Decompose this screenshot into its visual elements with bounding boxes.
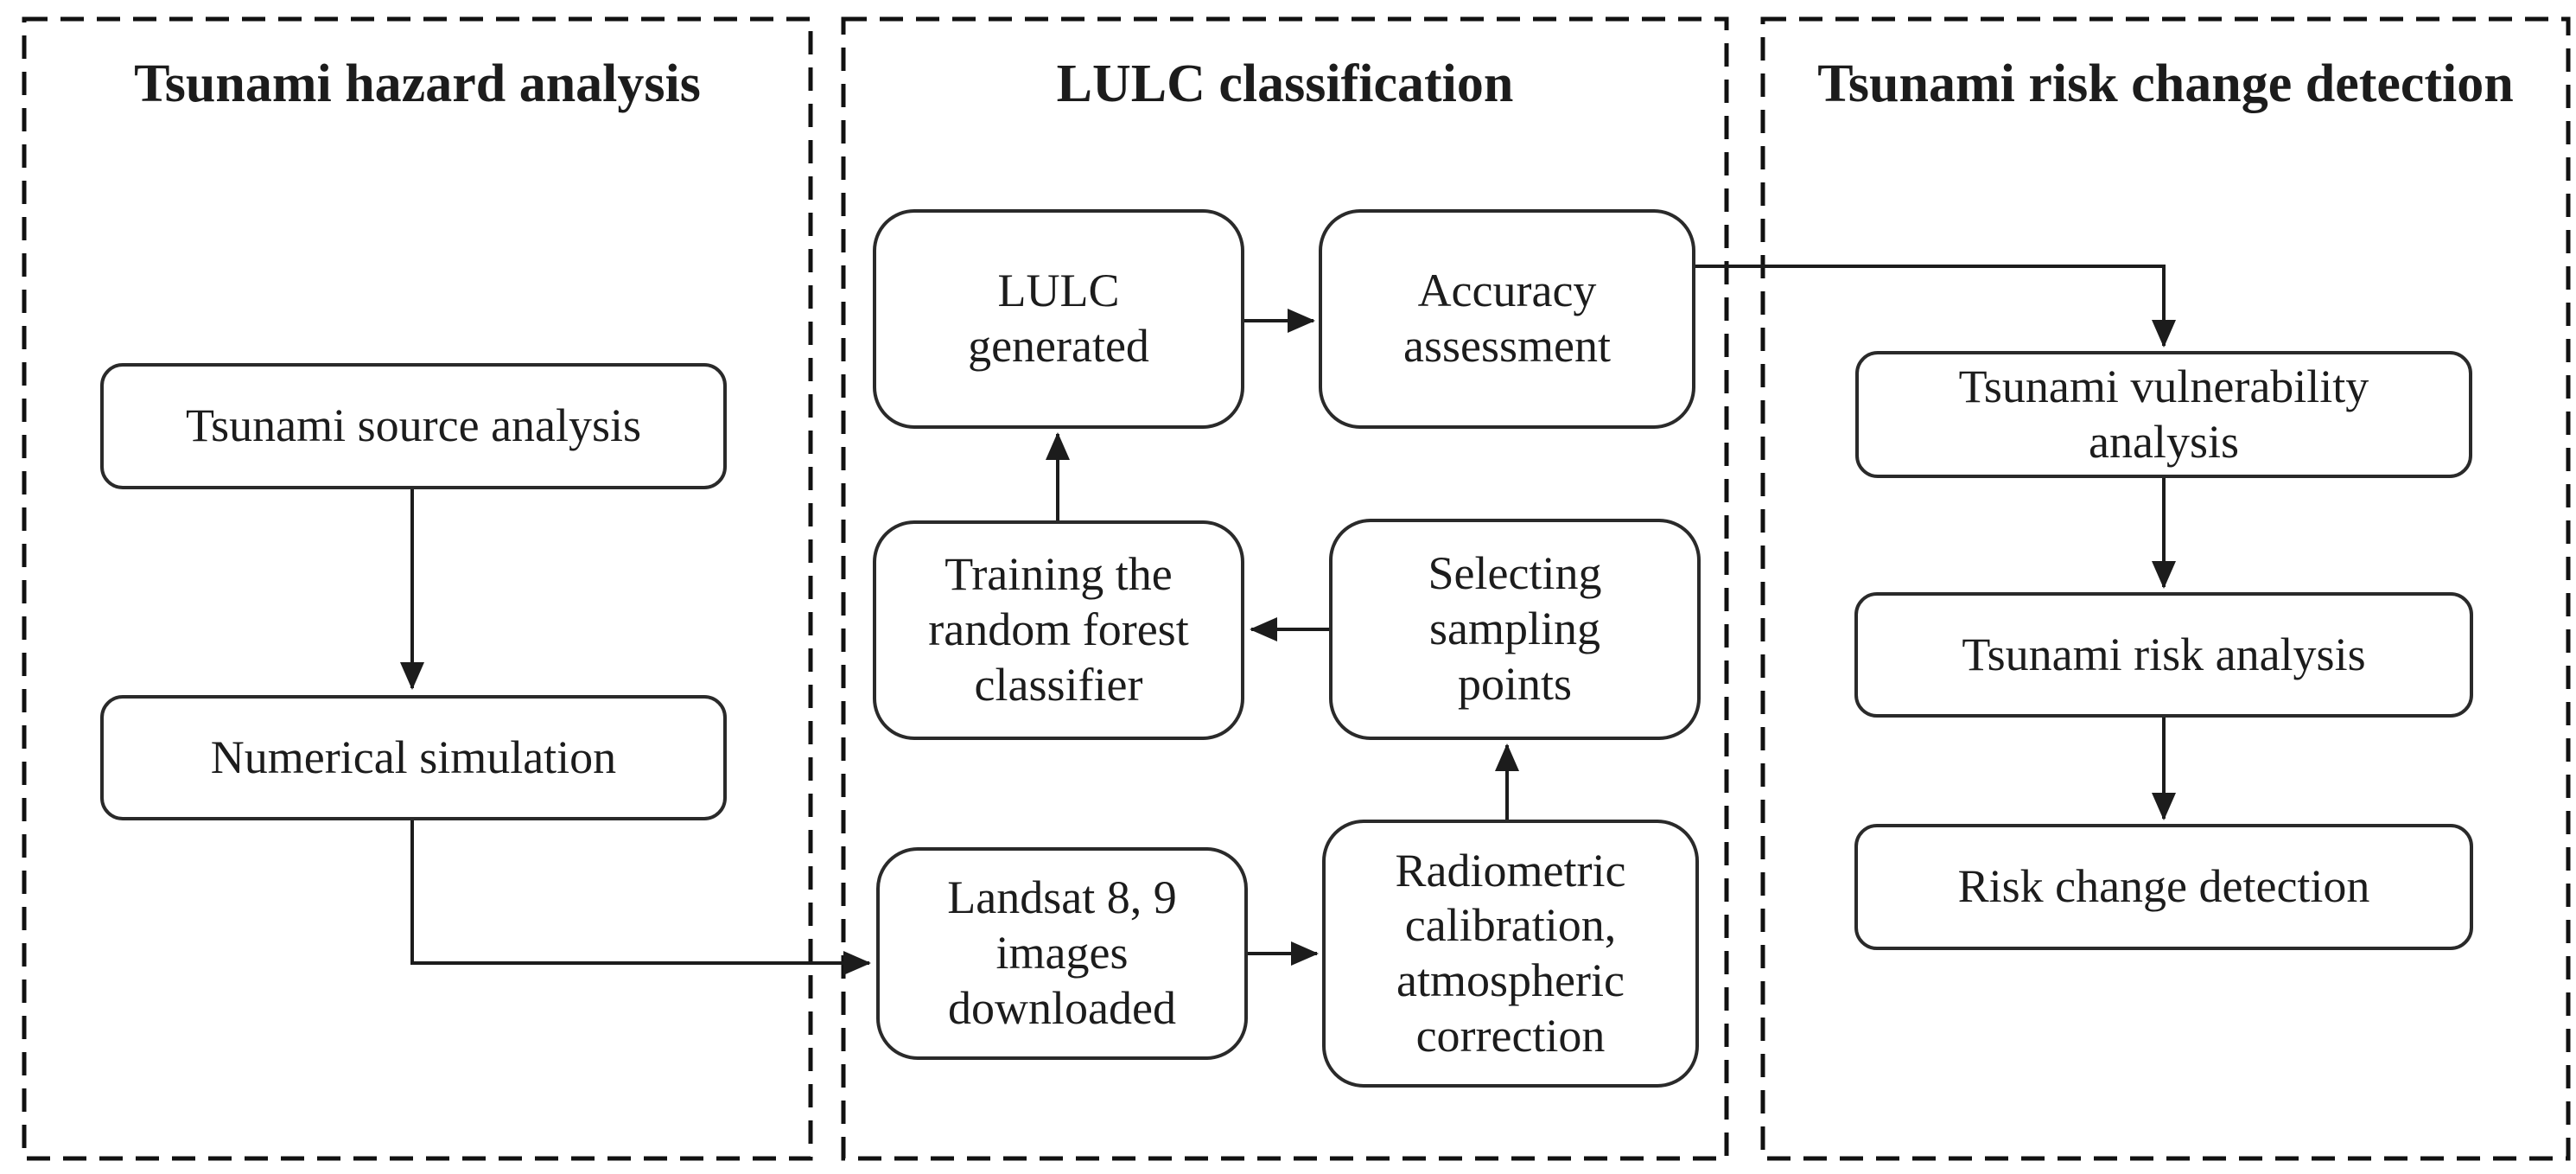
node-selecting-sampling-points: Selecting sampling points xyxy=(1329,519,1701,740)
panel-border-lulc-classification xyxy=(841,16,1729,1161)
node-tsunami-source-analysis: Tsunami source analysis xyxy=(100,363,727,489)
node-accuracy-assessment: Accuracy assessment xyxy=(1319,209,1695,429)
node-landsat-images-downloaded: Landsat 8, 9 images downloaded xyxy=(876,847,1248,1060)
panel-title-tsunami-risk-change-detection: Tsunami risk change detection xyxy=(1817,54,2514,113)
edge-simulation-to-landsat xyxy=(410,820,871,975)
panel-border-tsunami-risk-change-detection xyxy=(1760,16,2571,1161)
node-radiometric-calibration-atmospheric-correction: Radiometric calibration, atmospheric cor… xyxy=(1322,820,1699,1088)
node-training-random-forest-classifier: Training the random forest classifier xyxy=(873,520,1244,740)
node-tsunami-vulnerability-analysis: Tsunami vulnerability analysis xyxy=(1855,351,2472,478)
node-tsunami-risk-analysis: Tsunami risk analysis xyxy=(1854,592,2473,718)
panel-title-lulc-classification: LULC classification xyxy=(1056,54,1514,113)
panel-title-tsunami-hazard-analysis: Tsunami hazard analysis xyxy=(134,54,701,113)
node-numerical-simulation: Numerical simulation xyxy=(100,695,727,820)
node-risk-change-detection: Risk change detection xyxy=(1854,824,2473,950)
edge-accuracy-to-vulnerability xyxy=(1695,265,2176,348)
node-lulc-generated: LULC generated xyxy=(873,209,1244,429)
panel-border-tsunami-hazard-analysis xyxy=(22,16,813,1161)
